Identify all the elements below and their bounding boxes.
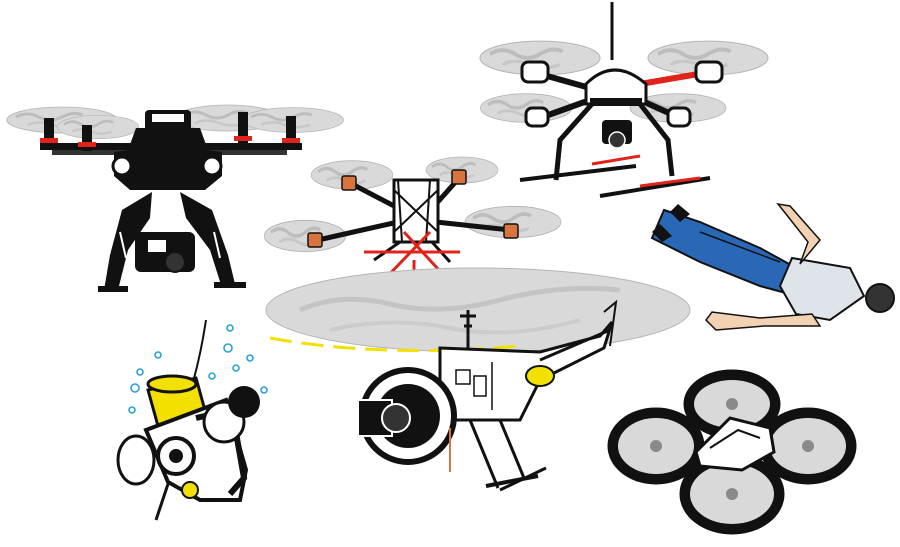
underwater-rov: [116, 319, 268, 521]
camera-helicopter: [265, 267, 691, 492]
wingsuit-flyer: [650, 202, 895, 331]
motor-posts: [44, 112, 296, 151]
x-frame-quadcopter: [262, 155, 563, 296]
hull-quadcopter: [607, 369, 857, 535]
bubbles: [128, 324, 268, 414]
hexacopter-gimbal-drone: [5, 103, 345, 292]
microdrone-quadcopter: [478, 2, 770, 198]
